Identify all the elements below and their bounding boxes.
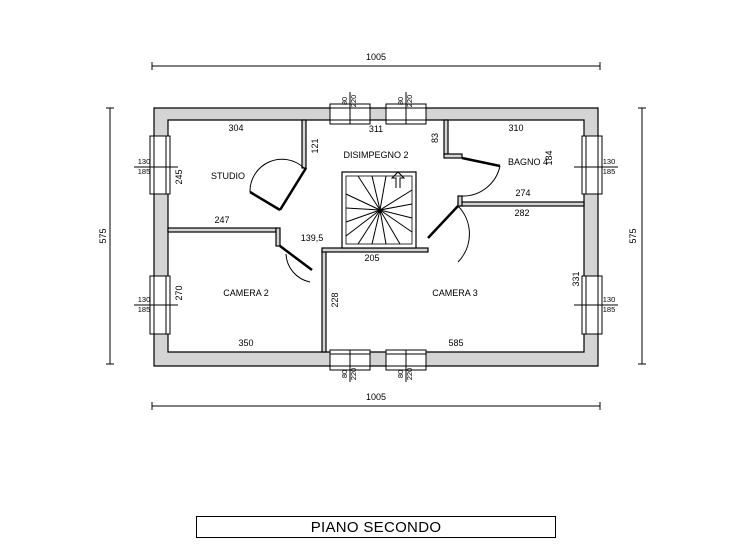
window-left-bottom: 130 185: [134, 275, 178, 335]
window-left-bottom-width: 130: [138, 295, 151, 304]
window-left-top-width: 130: [138, 157, 151, 166]
window-bottom-left-height: 220: [349, 368, 358, 381]
window-right-bottom: 130 185: [574, 275, 618, 335]
window-bottom-left: 80 220: [329, 349, 371, 382]
window-right-bottom-width: 130: [603, 295, 616, 304]
doors: [249, 156, 501, 283]
room-label-disimpegno: DISIMPEGNO 2: [343, 150, 408, 160]
interior-walls: [167, 119, 585, 353]
window-bottom-right-width: 80: [396, 370, 405, 378]
overall-height-left: 575: [98, 228, 108, 243]
overall-width-bottom: 1005: [366, 392, 386, 402]
room-label-camera3: CAMERA 3: [432, 288, 478, 298]
window-right-top-height: 185: [603, 167, 616, 176]
overall-width-top: 1005: [366, 52, 386, 62]
window-bottom-right-height: 220: [405, 368, 414, 381]
dim-83: 83: [430, 133, 440, 143]
window-top-left-height: 220: [349, 95, 358, 108]
dim-274: 274: [515, 188, 530, 198]
dim-245: 245: [174, 169, 184, 184]
dimension-top: 1005: [151, 52, 601, 70]
window-left-bottom-height: 185: [138, 305, 151, 314]
interior-dimensions: 304 311 310 121 83 245 247 139,5 184 274…: [174, 123, 581, 348]
dim-121: 121: [310, 138, 320, 153]
dimension-bottom: 1005: [151, 392, 601, 410]
window-bottom-right: 80 220: [385, 349, 427, 382]
dim-205: 205: [364, 253, 379, 263]
window-top-right-width: 80: [396, 97, 405, 105]
dim-311: 311: [369, 124, 383, 134]
dim-585: 585: [448, 338, 463, 348]
dim-282: 282: [514, 208, 529, 218]
dim-228: 228: [330, 292, 340, 307]
window-top-right: 80 220: [385, 92, 427, 125]
room-label-bagno: BAGNO 4: [508, 157, 548, 167]
room-label-camera2: CAMERA 2: [223, 288, 269, 298]
dim-270: 270: [174, 285, 184, 300]
window-right-top-width: 130: [603, 157, 616, 166]
room-labels: STUDIO DISIMPEGNO 2 BAGNO 4 CAMERA 2 CAM…: [211, 150, 548, 298]
window-left-top: 130 185: [134, 135, 178, 195]
window-top-left-width: 80: [340, 97, 349, 105]
window-right-bottom-height: 185: [603, 305, 616, 314]
dim-350: 350: [238, 338, 253, 348]
window-bottom-left-width: 80: [340, 370, 349, 378]
overall-height-right: 575: [628, 228, 638, 243]
dim-331: 331: [571, 271, 581, 286]
dim-139-5: 139,5: [301, 233, 324, 243]
plan-title: PIANO SECONDO: [196, 516, 556, 538]
dim-310: 310: [508, 123, 523, 133]
dim-247: 247: [214, 215, 229, 225]
room-label-studio: STUDIO: [211, 171, 245, 181]
window-right-top: 130 185: [574, 135, 618, 195]
dim-184: 184: [544, 150, 554, 165]
dimension-left: 575: [98, 107, 114, 365]
staircase: [341, 171, 417, 249]
dim-304: 304: [228, 123, 243, 133]
dimension-right: 575: [628, 107, 646, 365]
window-left-top-height: 185: [138, 167, 151, 176]
window-top-right-height: 220: [405, 95, 414, 108]
window-top-left: 80 220: [329, 92, 371, 125]
